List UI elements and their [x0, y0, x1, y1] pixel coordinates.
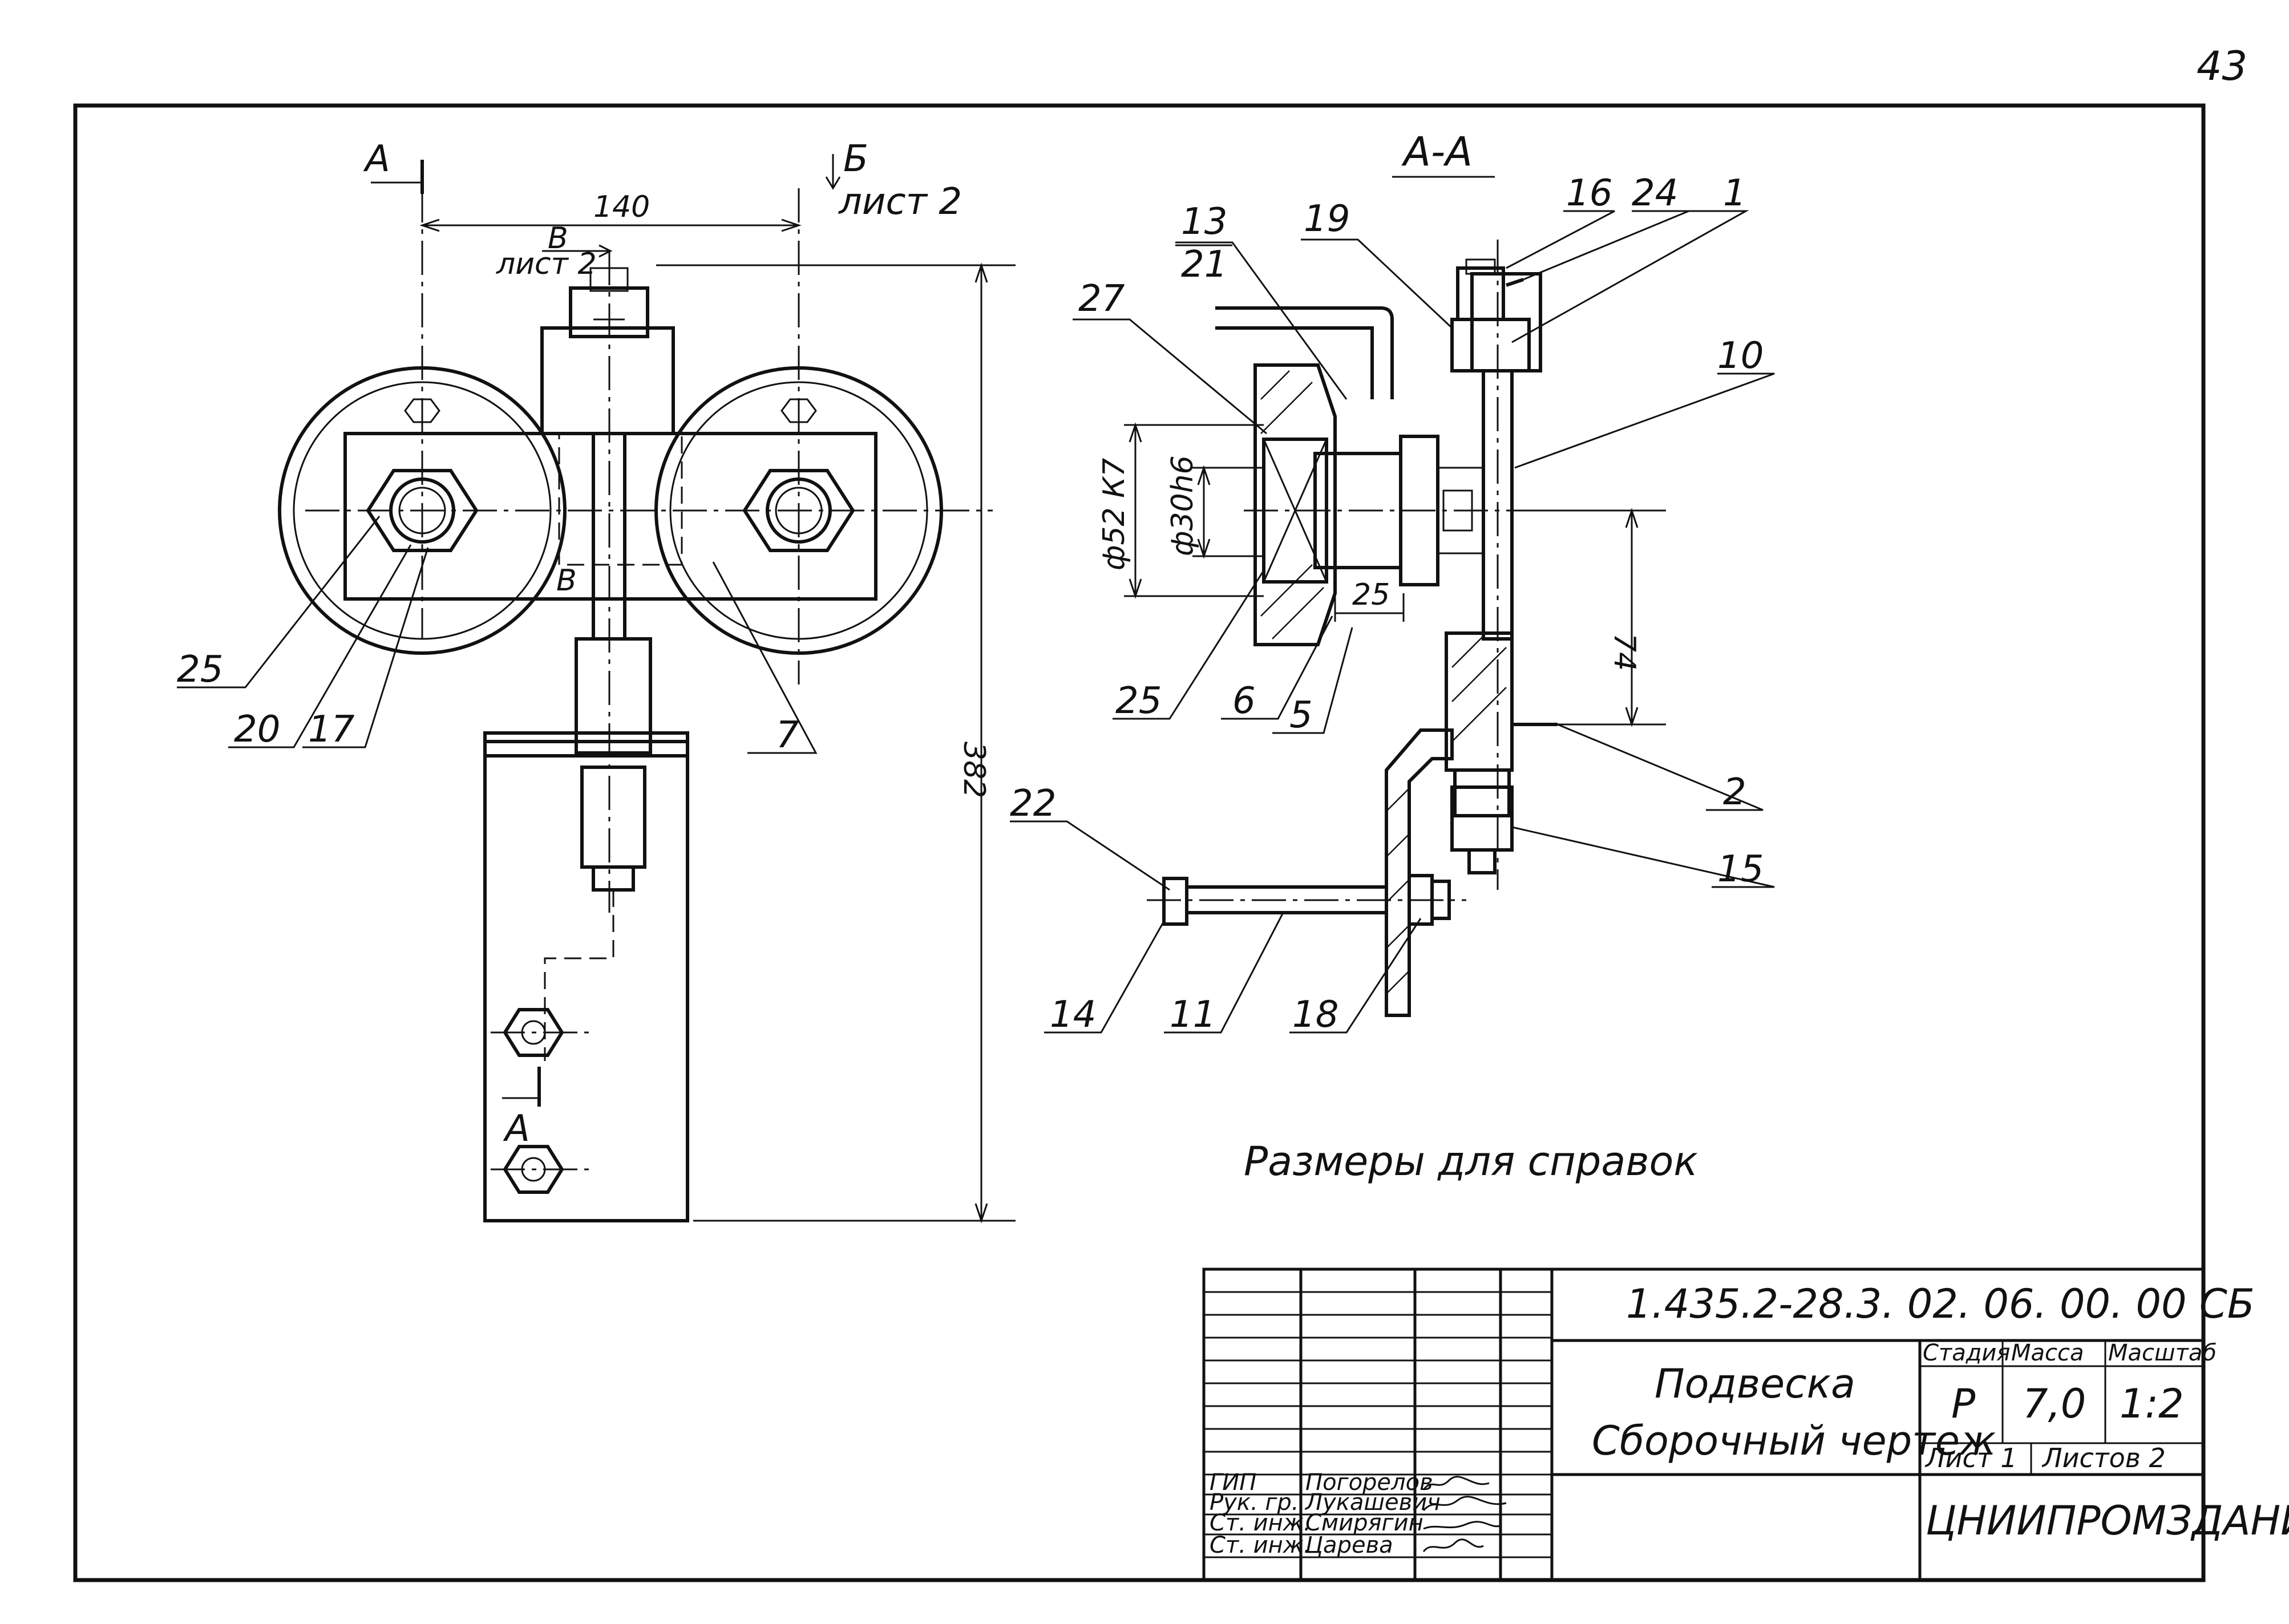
- front-view: А А Б лист 2 В лист 2 В 140 382 25 20 17: [177, 138, 1016, 1224]
- signature-2: [1422, 1496, 1507, 1512]
- title-block: 1.435.2-28.3. 02. 06. 00. 00 СБ Подвеска…: [1202, 1267, 2289, 1582]
- label-7: 7: [776, 714, 799, 756]
- signature-4: [1422, 1538, 1484, 1552]
- drawing-frame: [73, 103, 2206, 1582]
- scale-value: 1:2: [2120, 1380, 2184, 1427]
- dim-height: 382: [957, 742, 991, 798]
- label-11: 11: [1170, 994, 1216, 1036]
- sheet-label: Лист 1: [1924, 1443, 2017, 1473]
- section-view: А-А: [1010, 128, 1775, 1036]
- view-b-letter: Б: [843, 138, 868, 180]
- view-v-letter: В: [548, 221, 568, 256]
- label-5: 5: [1289, 694, 1313, 736]
- mass-header: Масса: [2011, 1340, 2084, 1366]
- dim-offset: 25: [1352, 578, 1390, 612]
- section-title: А-А: [1401, 128, 1473, 175]
- signature-3: [1423, 1521, 1501, 1530]
- label-20: 20: [234, 708, 280, 751]
- dim-outer-diameter: ф52 К7: [1097, 458, 1131, 570]
- mass-value: 7,0: [2023, 1380, 2086, 1427]
- dim-inner-diameter: ф30h6: [1166, 455, 1200, 556]
- name-senior-eng-2: Царева: [1305, 1532, 1393, 1558]
- dim-section-height: 74: [1607, 633, 1641, 671]
- label-13: 13: [1181, 201, 1227, 243]
- label-1: 1: [1723, 172, 1746, 214]
- label-16: 16: [1566, 172, 1612, 214]
- label-14: 14: [1050, 994, 1096, 1036]
- label-19: 19: [1304, 198, 1350, 240]
- title-line-2: Сборочный чертеж: [1592, 1418, 1996, 1464]
- sheets-label: Листов 2: [2041, 1443, 2166, 1473]
- label-15: 15: [1717, 848, 1764, 890]
- name-group-lead: Лукашевич: [1304, 1489, 1441, 1516]
- page-number: 43: [2197, 43, 2247, 90]
- view-v-bottom: В: [556, 564, 577, 598]
- signature-1: [1422, 1476, 1490, 1491]
- view-v-sheet: лист 2: [496, 247, 597, 281]
- section-mark-top: А: [363, 138, 390, 180]
- reference-dimensions-note: Размеры для справок: [1244, 1138, 1698, 1185]
- role-senior-eng-2: Ст. инж.: [1210, 1532, 1311, 1558]
- scale-header: Масштаб: [2108, 1340, 2217, 1366]
- dim-width: 140: [593, 190, 650, 224]
- stage-value: Р: [1951, 1380, 1976, 1427]
- role-senior-eng-1: Ст. инж.: [1210, 1510, 1311, 1536]
- label-18: 18: [1292, 994, 1338, 1036]
- label-2: 2: [1723, 771, 1746, 813]
- section-mark-bottom: А: [503, 1108, 530, 1150]
- view-b-sheet: лист 2: [838, 181, 962, 223]
- label-27: 27: [1078, 278, 1125, 320]
- label-25-front: 25: [177, 649, 223, 691]
- label-17: 17: [308, 708, 355, 751]
- role-gip: ГИП: [1210, 1469, 1256, 1496]
- drawing-number: 1.435.2-28.3. 02. 06. 00. 00 СБ: [1626, 1281, 2255, 1327]
- organization: ЦНИИПРОМЗДАНИЙ: [1926, 1497, 2289, 1544]
- label-22: 22: [1010, 783, 1056, 825]
- label-21: 21: [1181, 244, 1227, 286]
- stage-header: Стадия: [1923, 1340, 2010, 1366]
- name-senior-eng-1: Смирягин: [1305, 1510, 1423, 1536]
- label-24: 24: [1632, 172, 1678, 214]
- label-25-section: 25: [1115, 680, 1162, 722]
- label-10: 10: [1717, 335, 1764, 377]
- name-gip: Погорелов: [1305, 1469, 1433, 1496]
- title-line-1: Подвеска: [1655, 1360, 1855, 1407]
- role-group-lead: Рук. гр.: [1210, 1489, 1299, 1516]
- label-6: 6: [1232, 680, 1256, 722]
